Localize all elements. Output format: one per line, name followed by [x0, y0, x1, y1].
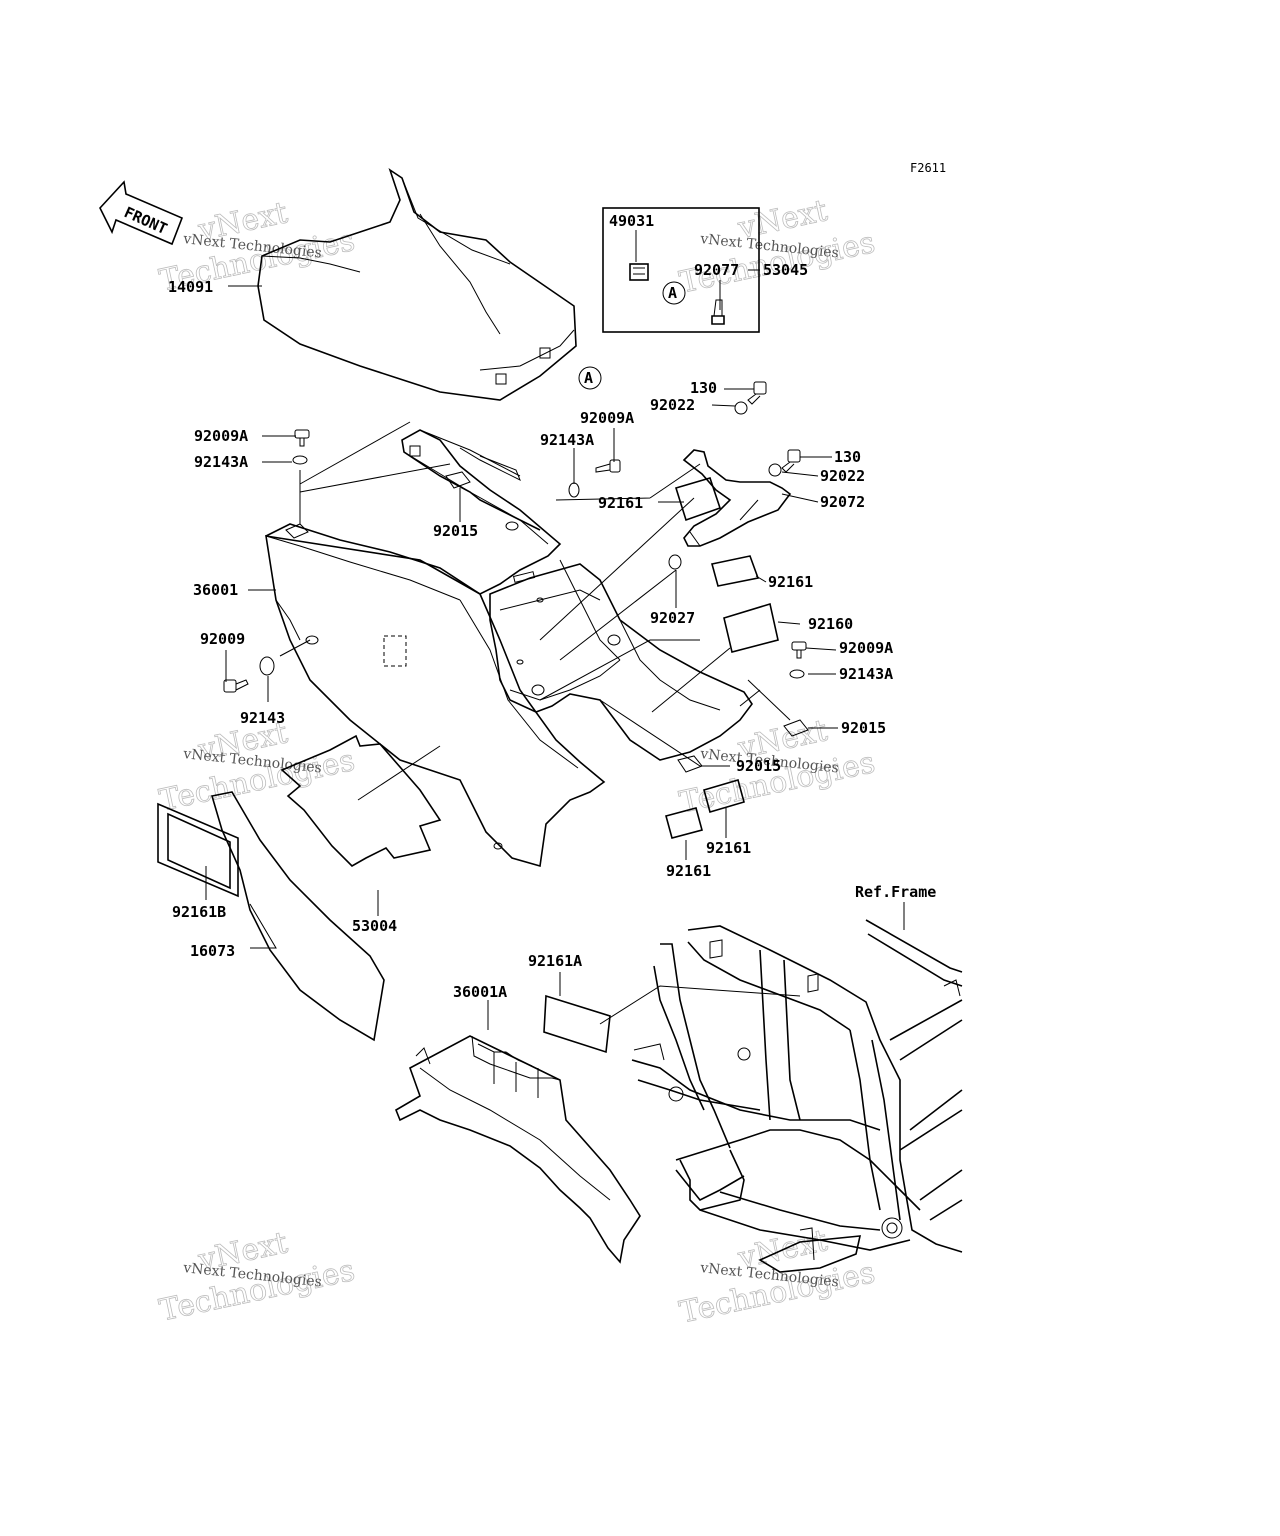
- label-14091: 14091: [168, 278, 213, 296]
- label-53004: 53004: [352, 917, 397, 935]
- upper-rail: [265, 429, 562, 595]
- label-92022-top: 92022: [650, 396, 695, 414]
- part-92072-bracket: [682, 449, 792, 547]
- svg-text:A: A: [668, 284, 677, 302]
- label-92015-bottom: 92015: [736, 757, 781, 775]
- washer-92022-top: [734, 401, 748, 415]
- label-130-mid: 130: [834, 448, 861, 466]
- decal-92161B-outer: [157, 802, 239, 898]
- screw-130-top: [747, 381, 767, 405]
- screw-92009A-right: [791, 641, 807, 659]
- label-92072: 92072: [820, 493, 865, 511]
- decal-92161-d: [703, 779, 745, 813]
- decal-92161A: [543, 994, 611, 1054]
- label-53045: 53045: [763, 261, 808, 279]
- label-16073: 16073: [190, 942, 235, 960]
- nut-92015-bottom: [677, 755, 703, 773]
- part-49031-clip: [629, 263, 649, 281]
- part-36001A-lower-cover: [395, 1035, 641, 1264]
- watermark-bottom-left: vNext Technologies vNext Technologies: [156, 1225, 358, 1329]
- decal-92161B-inner: [167, 812, 231, 890]
- front-arrow: FRONT: [99, 180, 184, 246]
- label-92009A-top: 92009A: [580, 409, 634, 427]
- label-92009A-right: 92009A: [839, 639, 893, 657]
- part-16073-panel: [210, 791, 385, 1042]
- label-92161-mid: 92161: [768, 573, 813, 591]
- label-92161-top: 92161: [598, 494, 643, 512]
- label-92161A: 92161A: [528, 952, 582, 970]
- washer-92143A-left: [292, 455, 308, 465]
- decal-92161-b: [711, 555, 760, 587]
- label-92160: 92160: [808, 615, 853, 633]
- decal-92161-a: [674, 477, 722, 522]
- part-92077-screw: [711, 299, 725, 325]
- nut-left-top: [285, 523, 309, 539]
- svg-text:A: A: [584, 369, 593, 387]
- decals: [157, 477, 779, 1054]
- part-36001-side-cover: [265, 535, 606, 868]
- label-130-top: 130: [690, 379, 717, 397]
- fasteners: [223, 381, 809, 773]
- label-92009: 92009: [200, 630, 245, 648]
- label-92015-right: 92015: [841, 719, 886, 737]
- nut-92015-top: [445, 471, 471, 489]
- label-49031: 49031: [609, 212, 654, 230]
- frame-reference: [631, 919, 963, 1273]
- watermark-mid-left: vNext Technologies vNext Technologies: [156, 715, 358, 819]
- label-92161-bottom: 92161: [666, 862, 711, 880]
- washer-92143A-right: [789, 669, 805, 679]
- washer-92027: [668, 554, 682, 570]
- watermark-top-right: vNext Technologies vNext Technologies: [676, 193, 878, 301]
- label-36001A: 36001A: [453, 983, 507, 1001]
- label-92161B: 92161B: [172, 903, 226, 921]
- callout-a-inset: A: [662, 281, 686, 305]
- label-ref-frame: Ref.Frame: [855, 883, 936, 901]
- callout-a-upper: A: [578, 366, 602, 390]
- label-92009A-left: 92009A: [194, 427, 248, 445]
- screw-92009A-top: [595, 459, 621, 473]
- washer-92143-left: [259, 656, 275, 676]
- washer-92143A-top: [568, 482, 580, 498]
- inner-panel: [489, 559, 753, 761]
- screw-92009A-left: [294, 429, 310, 447]
- label-92077: 92077: [694, 261, 739, 279]
- label-92143: 92143: [240, 709, 285, 727]
- label-92015-top: 92015: [433, 522, 478, 540]
- label-92022-mid: 92022: [820, 467, 865, 485]
- label-92143A-top: 92143A: [540, 431, 594, 449]
- label-92161-bottom-right: 92161: [706, 839, 751, 857]
- nut-92015-right: [783, 719, 809, 737]
- washer-92022-mid: [768, 463, 782, 477]
- label-36001: 36001: [193, 581, 238, 599]
- leader-lines: [205, 230, 905, 1030]
- part-53004-pad: [280, 734, 442, 867]
- label-92143A-left: 92143A: [194, 453, 248, 471]
- watermark-bottom-right: vNext Technologies vNext Technologies: [676, 1223, 878, 1331]
- label-92143A-right: 92143A: [839, 665, 893, 683]
- part-14091-cover: [257, 168, 577, 401]
- screw-130-mid: [781, 449, 801, 473]
- decal-92161-c: [665, 807, 703, 839]
- label-92027: 92027: [650, 609, 695, 627]
- diagram-code: F2611: [910, 161, 946, 175]
- decal-92160: [723, 602, 779, 653]
- part-labels: 14091 49031 92077 53045 130 92022 92009A…: [168, 212, 936, 1001]
- screw-92009-left: [223, 679, 249, 693]
